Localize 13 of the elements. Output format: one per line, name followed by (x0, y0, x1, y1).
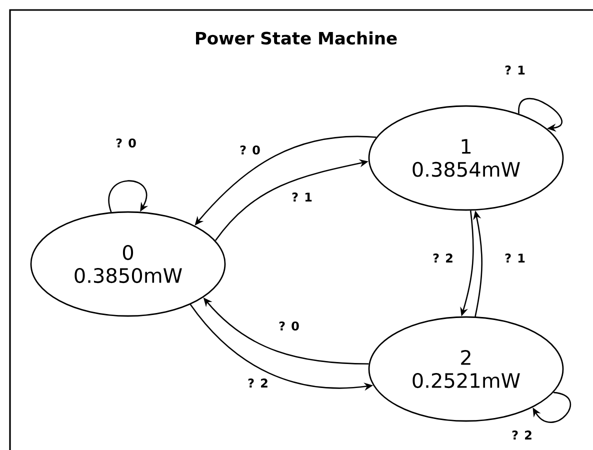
edge-label: ? 0 (114, 137, 138, 149)
edge-label: ? 0 (238, 144, 262, 156)
arrow (532, 392, 571, 423)
edge-label: ? 1 (504, 252, 526, 264)
edge-label: ? 2 (510, 430, 534, 440)
edge-label: ? 2 (432, 252, 454, 264)
edge-label: ? 0 (278, 320, 300, 332)
arrow (518, 98, 562, 132)
edge-label: ? 1 (504, 64, 526, 76)
edge-label: ? 1 (290, 192, 314, 202)
arrow (108, 180, 148, 212)
title: Power State Machine (196, 31, 397, 45)
edge-label: ? 2 (246, 378, 270, 388)
